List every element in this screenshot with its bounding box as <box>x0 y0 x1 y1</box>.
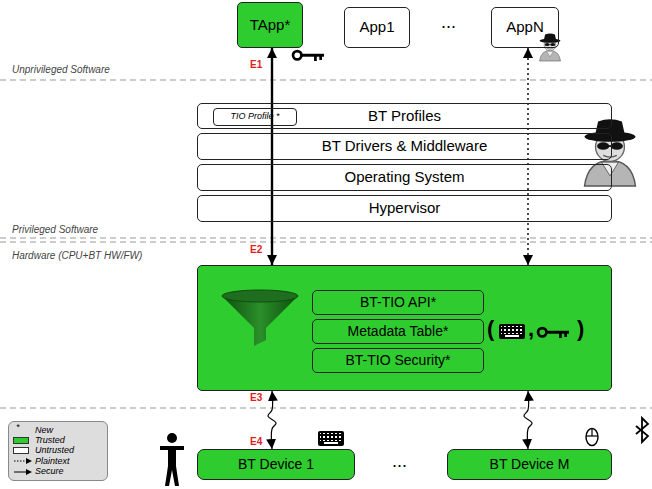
component-box: BT-TIO API* <box>312 290 484 315</box>
connector <box>527 48 528 265</box>
component-box: Metadata Table* <box>312 319 484 344</box>
legend-marker: * <box>16 423 20 433</box>
separator-line <box>0 238 652 239</box>
legend-text: New <box>35 426 53 435</box>
connector <box>271 48 273 265</box>
device-box: BT Device 1 <box>197 449 355 480</box>
stack-layer: Operating System <box>197 164 612 191</box>
node-text: Operating System <box>344 169 464 186</box>
legend-text: Secure <box>35 467 64 476</box>
user-icon <box>160 433 184 486</box>
node-text: BT Profiles <box>368 108 441 125</box>
tuple-bracket: ( <box>487 317 494 341</box>
device-box: BT Device M <box>447 449 612 480</box>
node-text: TApp* <box>250 17 291 34</box>
legend-sample <box>13 446 35 456</box>
legend-sample <box>13 456 35 466</box>
node-text: BT Device M <box>490 457 570 472</box>
callout-label: E4 <box>250 436 262 447</box>
stack-layer: BT Drivers & Middleware <box>197 133 612 160</box>
profile-box: TIO Profile * <box>213 108 297 126</box>
legend-text: Untrusted <box>35 446 74 455</box>
node-text: TIO Profile * <box>230 112 279 122</box>
legend-row: New <box>13 425 103 435</box>
callout-label: E1 <box>250 59 262 70</box>
tuple-comma: , <box>528 317 534 341</box>
stack-layer: BT Profiles TIO Profile * <box>197 103 612 129</box>
node-text: BT Device 1 <box>238 457 314 472</box>
filter-funnel <box>222 290 298 346</box>
legend-row: Plaintext <box>13 456 103 466</box>
stack-layer: Hypervisor <box>197 195 612 222</box>
separator-line <box>0 408 652 409</box>
callout-label: E3 <box>250 392 262 403</box>
legend-row: Secure <box>13 467 103 477</box>
connector <box>268 391 276 449</box>
node-text: Metadata Table* <box>348 324 449 339</box>
keyboard-icon <box>318 431 344 446</box>
ellipsis: ... <box>441 13 456 33</box>
ellipsis: ... <box>392 452 407 472</box>
legend-box: NewTrustedUntrustedPlaintextSecure <box>8 421 108 481</box>
tuple-bracket: ) <box>577 317 584 341</box>
legend-row: Untrusted <box>13 446 103 456</box>
node-text: BT-TIO Security* <box>345 353 450 368</box>
legend-text: Plaintext <box>35 457 70 466</box>
layer-label: Privileged Software <box>12 224 98 235</box>
legend-sample <box>13 467 35 477</box>
legend-line-sample <box>13 468 33 476</box>
attacker-icon <box>585 119 636 186</box>
legend-text: Trusted <box>35 436 65 445</box>
bluetooth-symbol <box>636 418 648 442</box>
trusted-app-box: TApp* <box>237 2 303 48</box>
app-box: App1 <box>344 7 410 48</box>
node-text: BT Drivers & Middleware <box>322 138 488 155</box>
key-icon <box>538 328 569 338</box>
app-box: AppN <box>491 7 559 48</box>
legend-sample <box>13 436 35 446</box>
legend-swatch <box>13 437 29 444</box>
layer-label: Hardware (CPU+BT HW/FW) <box>12 250 142 261</box>
separator-line <box>0 80 652 81</box>
legend-line-sample <box>13 457 33 465</box>
component-box: BT-TIO Security* <box>312 348 484 373</box>
legend-row: Trusted <box>13 435 103 445</box>
callout-label: E2 <box>250 244 262 255</box>
node-text: BT-TIO API* <box>360 295 436 310</box>
legend-swatch <box>13 447 29 454</box>
node-text: App1 <box>359 19 394 36</box>
node-text: Hypervisor <box>369 200 441 217</box>
mouse-icon <box>586 429 598 446</box>
hardware-box: BT-TIO API* Metadata Table* BT-TIO Securit… <box>197 265 612 391</box>
key-icon <box>293 51 324 61</box>
keyboard-icon <box>499 324 525 339</box>
separator-line <box>0 242 652 243</box>
connector <box>524 391 532 449</box>
layer-label: Unprivileged Software <box>12 64 110 75</box>
node-text: AppN <box>506 19 544 36</box>
